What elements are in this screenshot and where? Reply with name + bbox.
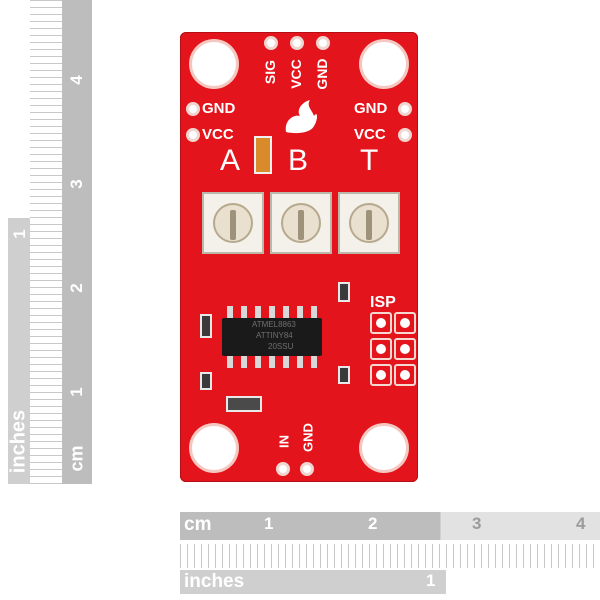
mounting-hole-top-left [192, 42, 236, 86]
left-label-vcc: VCC [202, 126, 234, 143]
top-label-vcc: VCC [288, 59, 304, 89]
bottom-pad-in [276, 462, 290, 476]
left-pad-vcc [186, 128, 200, 142]
bottom-ruler-cm-number-1: 1 [264, 514, 274, 533]
pot-label-b: B [288, 144, 309, 177]
bottom-ruler-cm-number-4: 4 [576, 514, 586, 533]
trimpot-t[interactable] [338, 192, 400, 254]
left-ruler-cm-number-2: 2 [67, 283, 86, 293]
right-pad-gnd [398, 102, 412, 116]
bottom-ruler-cm-number-2: 2 [368, 514, 378, 533]
chip-pin [297, 306, 303, 318]
bottom-label-in: IN [276, 435, 292, 448]
chip-pin [269, 306, 275, 318]
microcontroller-chip: ATMEL8863 ATTINY84 20SSU [222, 318, 322, 356]
isp-pin-2 [394, 312, 416, 334]
isp-pin-6 [394, 364, 416, 386]
smd-resistor-right-top [338, 282, 350, 302]
isp-label: ISP [370, 294, 396, 311]
left-ruler-inches-strip [8, 218, 30, 484]
bottom-ruler-inch-number: 1 [426, 571, 436, 590]
left-ruler-cm-number-4: 4 [67, 75, 86, 85]
bottom-ruler-cm-number-3: 3 [472, 514, 482, 533]
bottom-pad-gnd [300, 462, 314, 476]
smd-resistor-lower-left [200, 372, 212, 390]
mounting-hole-bottom-left [192, 426, 236, 470]
pcb-board: SIG VCC GND GND VCC GND VCC A B T ISP AT… [180, 32, 418, 482]
left-ruler-cm-number-1: 1 [67, 387, 86, 397]
left-ruler-cm-number-3: 3 [67, 179, 86, 189]
chip-pin [255, 306, 261, 318]
left-ruler-tick-area [30, 0, 62, 484]
smd-crystal [226, 396, 262, 412]
left-ruler-inches-label: inches [7, 409, 30, 474]
left-ruler-inch-number: 1 [10, 229, 29, 239]
chip-pin [241, 356, 247, 368]
top-label-sig: SIG [262, 59, 278, 85]
pot-label-t: T [360, 144, 379, 177]
trimpot-a[interactable] [202, 192, 264, 254]
chip-pin [241, 306, 247, 318]
trimpot-a-slot [230, 210, 236, 240]
smd-resistor-left [200, 314, 212, 338]
left-pad-gnd [186, 102, 200, 116]
chip-pin [227, 306, 233, 318]
chip-marking-3: 20SSU [268, 342, 294, 351]
mounting-hole-top-right [362, 42, 406, 86]
trimpot-b-slot [298, 210, 304, 240]
isp-pin-1 [370, 312, 392, 334]
isp-pin-5 [370, 364, 392, 386]
smd-capacitor-top [254, 136, 272, 174]
trimpot-b[interactable] [270, 192, 332, 254]
bottom-label-gnd: GND [300, 423, 316, 452]
trimpot-b-dial[interactable] [281, 203, 321, 243]
flame-logo-icon [285, 100, 317, 134]
bottom-ruler-inches-strip [180, 570, 446, 594]
trimpot-a-dial[interactable] [213, 203, 253, 243]
mounting-hole-bottom-right [362, 426, 406, 470]
right-pad-vcc [398, 128, 412, 142]
chip-pin [297, 356, 303, 368]
bottom-ruler-cm-strip [180, 512, 600, 540]
top-header-pad-gnd [316, 36, 330, 50]
smd-resistor-right-mid [338, 366, 350, 384]
chip-pin [283, 306, 289, 318]
trimpot-t-dial[interactable] [349, 203, 389, 243]
top-header-pad-sig [264, 36, 278, 50]
top-label-gnd: GND [314, 58, 330, 90]
top-header-pad-vcc [290, 36, 304, 50]
left-ruler-cm-strip [62, 0, 92, 484]
bottom-ruler-inches-label: inches [184, 571, 245, 592]
left-ruler-cm-label: cm [66, 445, 87, 472]
chip-marking-2: ATTINY84 [256, 331, 293, 340]
isp-pin-4 [394, 338, 416, 360]
right-label-gnd: GND [354, 100, 388, 117]
chip-pin [283, 356, 289, 368]
bottom-ruler-tick-area [180, 544, 600, 568]
trimpot-t-slot [366, 210, 372, 240]
isp-pin-3 [370, 338, 392, 360]
chip-pin [227, 356, 233, 368]
left-label-gnd: GND [202, 100, 236, 117]
chip-pin [311, 356, 317, 368]
chip-pin [255, 356, 261, 368]
chip-pin [269, 356, 275, 368]
bottom-ruler-cm-label: cm [184, 514, 212, 535]
chip-pin [311, 306, 317, 318]
pot-label-a: A [220, 144, 241, 177]
chip-marking-1: ATMEL8863 [252, 320, 296, 329]
right-label-vcc: VCC [354, 126, 386, 143]
